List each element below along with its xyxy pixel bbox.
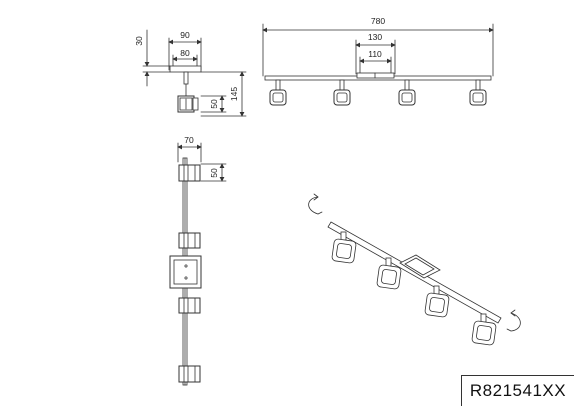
top-view: [169, 142, 227, 386]
rotate-arrow-icon-right: [510, 312, 521, 332]
perspective-view: [308, 193, 521, 346]
side-top-offset-label: 30: [134, 36, 144, 46]
rotate-arrow-icon-left: [308, 196, 319, 215]
perspective-head-2: [376, 257, 402, 290]
side-width-inner-label: 80: [180, 48, 190, 58]
model-code-box: R821541XX: [461, 375, 574, 406]
perspective-head-3: [424, 285, 450, 318]
side-width-total-label: 90: [180, 30, 190, 40]
front-view: [262, 23, 494, 106]
perspective-head-1: [331, 231, 357, 264]
front-center-inner-label: 110: [368, 49, 382, 59]
side-total-height-label: 145: [229, 87, 239, 101]
front-center-width-label: 130: [368, 32, 382, 42]
perspective-head-4: [471, 313, 497, 346]
side-view: [142, 29, 247, 117]
model-code: R821541XX: [469, 381, 567, 400]
top-width-label: 70: [184, 135, 194, 145]
top-head-size-label: 50: [209, 168, 219, 178]
side-head-height-label: 50: [209, 99, 219, 109]
front-length-label: 780: [371, 16, 385, 26]
